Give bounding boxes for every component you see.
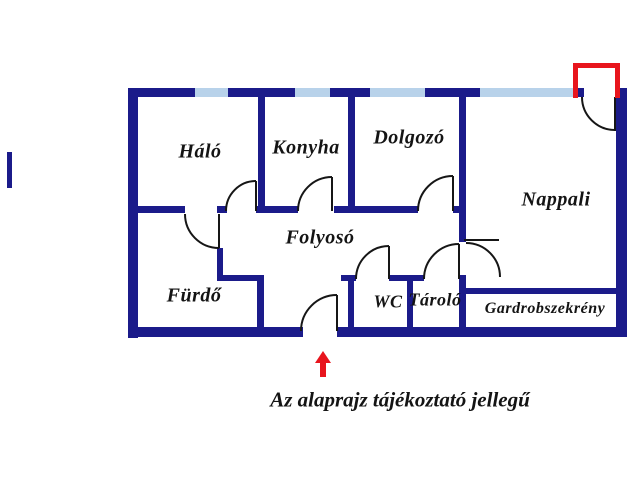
wall-wc-tarolo-top (389, 275, 424, 281)
door-arc-exit (300, 294, 338, 332)
wall-furdo-step (217, 275, 263, 281)
door-arc-halo (225, 180, 257, 212)
wall-rooms-bottom-c (256, 206, 298, 213)
wall-wc-left (348, 275, 354, 330)
room-label-dolgozo: Dolgozó (373, 126, 445, 149)
room-label-tarolo: Tároló (408, 289, 462, 310)
wall-tarolo-gardrob (459, 275, 466, 330)
window-dolgozo (370, 88, 425, 97)
wall-outer-bottom-left (128, 327, 303, 337)
caption: Az alaprajz tájékoztató jellegű (270, 387, 530, 412)
room-label-folyoso: Folyosó (285, 226, 355, 249)
wall-rooms-bottom-a (133, 206, 185, 213)
wall-top-segment (330, 88, 370, 97)
entrance-marker (573, 63, 620, 98)
wall-top-segment (128, 88, 195, 97)
door-arc-nappali (465, 242, 501, 278)
wall-konyha-dolgozo (348, 97, 355, 209)
wall-top-segment (425, 88, 480, 97)
room-label-halo: Háló (178, 140, 222, 163)
north-arrow-icon (315, 351, 331, 363)
wall-outer-left (128, 88, 138, 338)
wall-dolgozo-nappali (459, 97, 466, 242)
room-label-konyha: Konyha (272, 136, 340, 159)
door-arc-entrance (581, 96, 616, 131)
door-arc-tarolo (423, 243, 460, 280)
window-konyha (295, 88, 330, 97)
wall-rooms-bottom-b (217, 206, 227, 213)
wall-top-segment (577, 88, 584, 97)
door-arc-wc (355, 245, 390, 280)
door-arc-konyha (297, 176, 333, 212)
wall-furdo-step-stub (217, 248, 223, 278)
wall-furdo-right (257, 275, 264, 330)
room-label-gardrob: Gardrobszekrény (484, 300, 606, 317)
wall-outer-bottom-right (337, 327, 627, 337)
wall-top-segment (228, 88, 295, 97)
room-label-wc: WC (373, 291, 403, 312)
wall-wc-tarolo (407, 281, 413, 329)
door-arc-furdo (184, 213, 220, 249)
room-label-furdo: Fürdő (166, 284, 222, 307)
room-label-nappali: Nappali (521, 188, 591, 211)
north-arrow-shaft (320, 362, 326, 377)
wall-rooms-bottom-e (453, 206, 466, 213)
wall-gardrob-top (466, 288, 616, 294)
window-nappali (480, 88, 577, 97)
wall-wc-top-left (341, 275, 356, 281)
wall-rooms-bottom-d (334, 206, 418, 213)
wall-outer-right (616, 88, 627, 337)
door-arc-dolgozo (417, 175, 454, 212)
window-halo (195, 88, 228, 97)
wall-halo-konyha (258, 97, 265, 209)
left-edge-mark (7, 152, 12, 188)
